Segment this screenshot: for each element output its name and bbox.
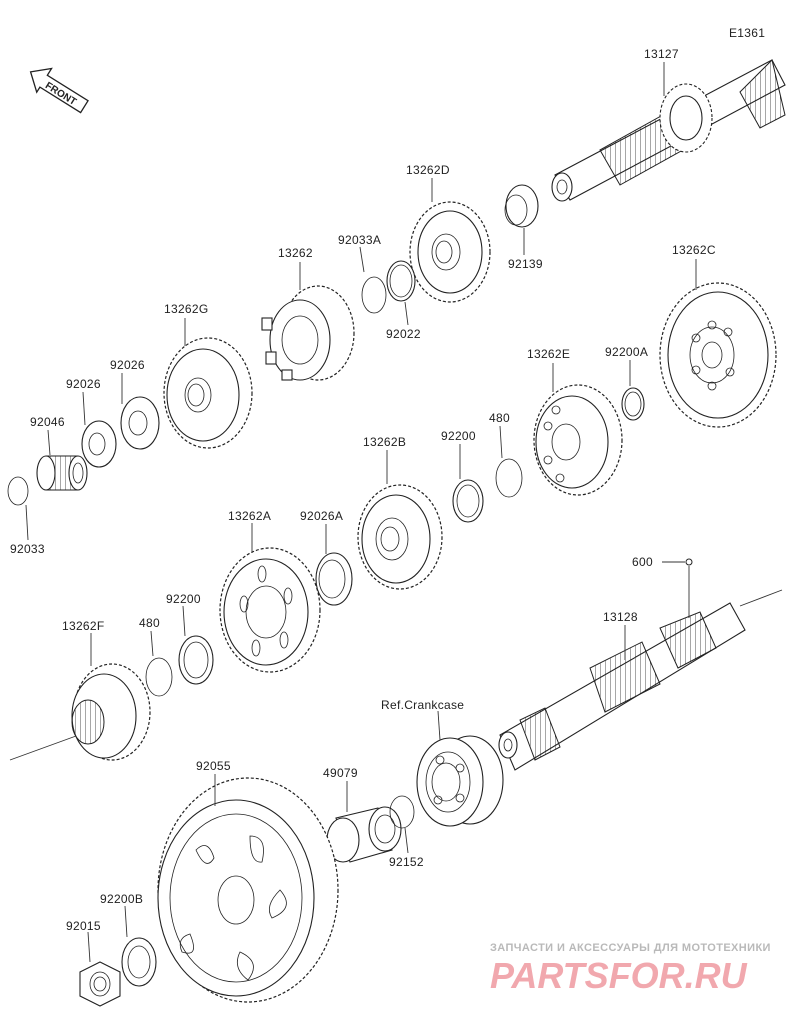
label-92055: 92152	[389, 855, 424, 869]
label-13262F: 13262F	[62, 619, 105, 633]
label-92026-a: 92026	[110, 358, 145, 372]
shaft-13128[interactable]	[498, 602, 746, 771]
bearing-ref-crankcase	[416, 735, 504, 827]
label-13262G: 13262G	[164, 302, 209, 316]
washer-92200-a[interactable]	[452, 479, 484, 523]
label-13262B: 13262B	[363, 435, 406, 449]
washer-92026A[interactable]	[315, 552, 353, 606]
label-13128: 13128	[603, 610, 638, 624]
watermark-caption: ЗАПЧАСТИ И АКСЕССУАРЫ ДЛЯ МОТОТЕХНИКИ	[490, 942, 771, 954]
shaft-13127[interactable]	[551, 59, 786, 202]
washer-92200-b[interactable]	[178, 635, 214, 685]
gear-13262A[interactable]	[219, 547, 321, 673]
label-13262: 13262	[278, 246, 313, 260]
label-92026A: 92026A	[300, 509, 343, 523]
label-92033A: 92033A	[338, 233, 381, 247]
label-92200B: 92200B	[100, 892, 143, 906]
label-92033: 92033	[10, 542, 45, 556]
front-arrow-icon: FRONT	[29, 67, 89, 114]
label-92026-b: 92026	[66, 377, 101, 391]
gear-13262F[interactable]	[71, 663, 151, 761]
label-92139: 92139	[508, 257, 543, 271]
washer-92022[interactable]	[386, 260, 416, 302]
circlip-480-a[interactable]	[495, 458, 523, 498]
washer-92026-b[interactable]	[81, 420, 117, 468]
label-92200A: 92200A	[605, 345, 648, 359]
gear-13262B[interactable]	[357, 484, 443, 590]
o-ring-92055[interactable]	[389, 795, 415, 829]
washer-92026-a[interactable]	[120, 396, 160, 450]
label-480-a: 480	[489, 411, 510, 425]
nut-92015[interactable]	[79, 961, 121, 1007]
needle-bearing-92046[interactable]	[36, 455, 88, 491]
label-92022: 92022	[386, 327, 421, 341]
gear-13262D[interactable]	[409, 201, 491, 303]
gear-13262[interactable]	[261, 285, 355, 381]
circlip-480-b[interactable]	[145, 657, 173, 697]
label-92200-b: 92200	[166, 592, 201, 606]
label-13262D: 13262D	[406, 163, 450, 177]
label-92046: 92046	[30, 415, 65, 429]
label-13262E: 13262E	[527, 347, 570, 361]
label-13262C: 13262C	[672, 243, 716, 257]
label-92152: 49079	[323, 766, 358, 780]
washer-92200A[interactable]	[621, 387, 645, 421]
washer-92200B[interactable]	[121, 937, 157, 987]
marker-600	[685, 558, 693, 566]
label-13127: 13127	[644, 47, 679, 61]
label-92015: 92015	[66, 919, 101, 933]
diagram-code: E1361	[729, 26, 765, 40]
label-600: 600	[632, 555, 653, 569]
label-49079: 92055	[196, 759, 231, 773]
circlip-92033[interactable]	[7, 476, 29, 506]
label-92200-a: 92200	[441, 429, 476, 443]
watermark-brand: PARTSFOR.RU	[490, 955, 748, 996]
label-13262A: 13262A	[228, 509, 271, 523]
ref-crankcase-label: Ref.Crankcase	[381, 698, 464, 712]
gear-49079[interactable]	[157, 777, 339, 1003]
gear-13262G[interactable]	[163, 337, 253, 449]
gear-13262C[interactable]	[659, 282, 777, 428]
gear-13262E[interactable]	[533, 384, 623, 496]
bushing-92139[interactable]	[504, 184, 539, 228]
label-480-b: 480	[139, 616, 160, 630]
circlip-92033A[interactable]	[361, 276, 387, 314]
